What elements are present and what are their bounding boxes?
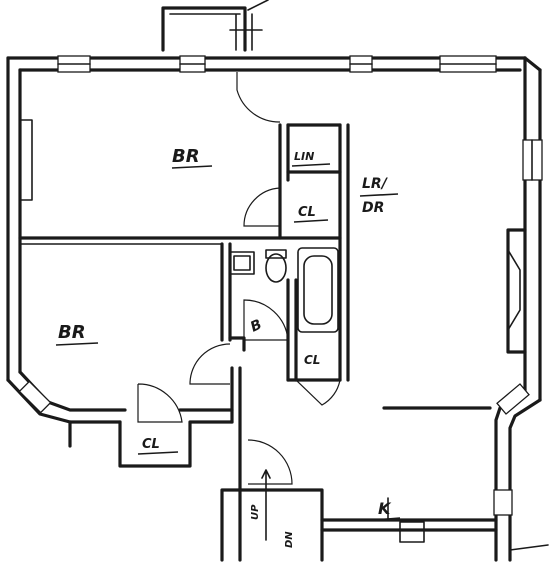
- label-k: K: [378, 499, 392, 518]
- window-bay-left: [18, 380, 52, 414]
- label-lr-di-2: DR: [362, 200, 384, 216]
- door-bath: [243, 299, 289, 341]
- door-swings: [137, 72, 341, 485]
- stair-detail: [261, 469, 271, 541]
- label-linen: LIN: [294, 150, 314, 163]
- top-entry-box: [161, 0, 269, 52]
- bathtub: [297, 247, 339, 333]
- windows: [18, 55, 543, 516]
- door-cl-upper: [243, 187, 281, 227]
- label-cl-bath: CL: [304, 353, 320, 367]
- room-labels: BR BR LR/ DR LIN CL CL CL B K UP DN: [55, 146, 401, 548]
- window-bay-right: [496, 383, 530, 415]
- label-cl-upper: CL: [298, 205, 316, 220]
- door-br-lower: [189, 343, 231, 385]
- door-br-upper: [236, 72, 281, 123]
- bath-fixtures: [229, 247, 339, 333]
- label-cl-lower: CL: [142, 437, 160, 452]
- label-br-upper: BR: [172, 146, 200, 167]
- label-lr-di-1: LR/: [362, 176, 389, 192]
- label-b: B: [248, 317, 264, 336]
- door-cl-lower: [137, 383, 183, 423]
- label-br-lower: BR: [58, 322, 86, 343]
- bath-sink: [229, 251, 255, 275]
- toilet: [265, 253, 287, 283]
- exterior-walls: [6, 56, 549, 562]
- door-stair: [247, 439, 293, 485]
- window-lower-right: [493, 489, 513, 516]
- label-dn: DN: [284, 531, 295, 548]
- door-cl-bath: [295, 379, 341, 406]
- kitchen-sink: [399, 521, 425, 543]
- label-up: UP: [250, 504, 261, 520]
